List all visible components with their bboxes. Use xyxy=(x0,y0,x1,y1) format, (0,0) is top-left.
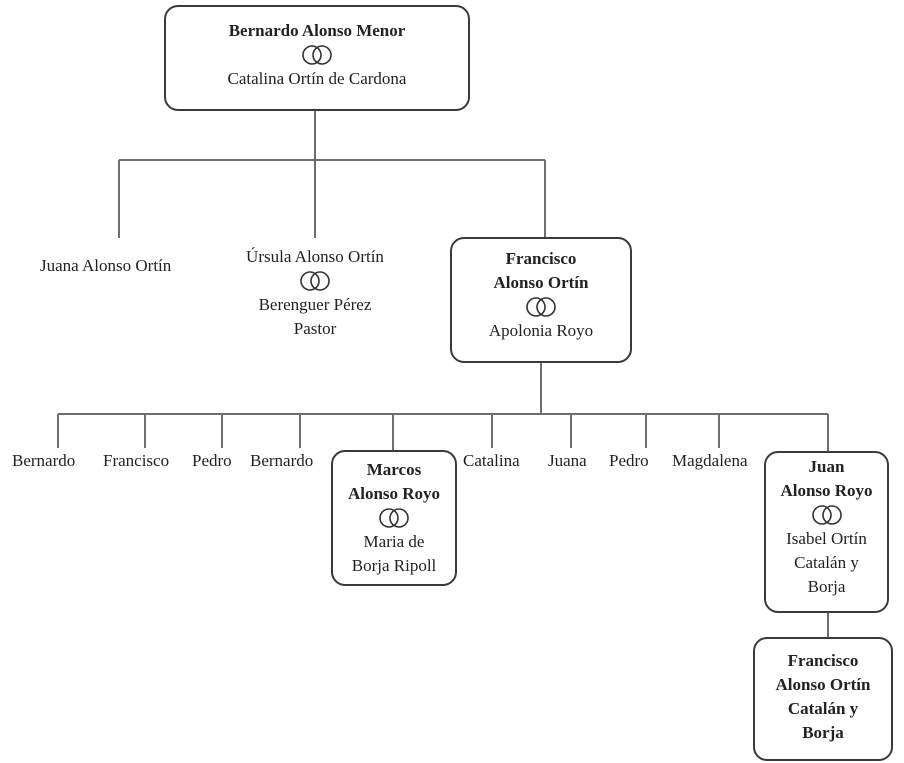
marriage-rings-icon xyxy=(766,504,887,526)
marriage-rings-icon xyxy=(230,270,400,292)
child-pedro-2: Pedro xyxy=(609,451,649,470)
marcos-name-line2: Alonso Royo xyxy=(347,484,441,503)
francisco-name-line1: Francisco xyxy=(505,249,577,268)
juan-name-line1: Juan xyxy=(808,457,845,476)
child-bernardo-2: Bernardo xyxy=(250,451,314,470)
marcos-spouse-line2: Borja Ripoll xyxy=(351,556,437,575)
marcos-name-line1: Marcos xyxy=(366,460,422,479)
juan-couple-box: Juan Alonso Royo Isabel Ortín Catalán y … xyxy=(764,451,889,613)
francisco-grandson-box: Francisco Alonso Ortín Catalán y Borja xyxy=(753,637,893,761)
child-juana: Juana xyxy=(548,451,587,470)
juana-alonso-ortin: Juana Alonso Ortín xyxy=(40,256,172,275)
root-spouse: Catalina Ortín de Cardona xyxy=(227,69,407,88)
marriage-rings-icon xyxy=(452,296,630,318)
marcos-spouse-line1: Maria de xyxy=(363,532,425,551)
francisco-name-line2: Alonso Ortín xyxy=(493,273,589,292)
root-name: Bernardo Alonso Menor xyxy=(228,21,406,40)
juan-spouse-line3: Borja xyxy=(807,577,846,596)
juan-spouse-line1: Isabel Ortín xyxy=(786,529,867,548)
francisco-couple-box: Francisco Alonso Ortín Apolonia Royo xyxy=(450,237,632,363)
child-pedro-1: Pedro xyxy=(192,451,232,470)
grandson-line3: Catalán y xyxy=(787,699,859,718)
root-couple-box: Bernardo Alonso Menor Catalina Ortín de … xyxy=(164,5,470,111)
grandson-line1: Francisco xyxy=(787,651,859,670)
ursula-couple: Úrsula Alonso Ortín Berenguer Pérez Past… xyxy=(230,245,400,341)
francisco-spouse: Apolonia Royo xyxy=(488,321,594,340)
child-bernardo-1: Bernardo xyxy=(12,451,76,470)
juan-spouse-line2: Catalán y xyxy=(794,553,859,572)
marriage-rings-icon xyxy=(166,44,468,66)
child-magdalena: Magdalena xyxy=(672,451,748,470)
grandson-line4: Borja xyxy=(802,723,844,742)
child-catalina: Catalina xyxy=(463,451,520,470)
marcos-couple-box: Marcos Alonso Royo Maria de Borja Ripoll xyxy=(331,450,457,586)
juan-name-line2: Alonso Royo xyxy=(780,481,873,500)
marriage-rings-icon xyxy=(333,507,455,529)
child-francisco: Francisco xyxy=(103,451,170,470)
ursula-name: Úrsula Alonso Ortín xyxy=(246,247,384,266)
ursula-spouse-line2: Pastor xyxy=(293,319,337,338)
ursula-spouse-line1: Berenguer Pérez xyxy=(258,295,372,314)
grandson-line2: Alonso Ortín xyxy=(775,675,871,694)
